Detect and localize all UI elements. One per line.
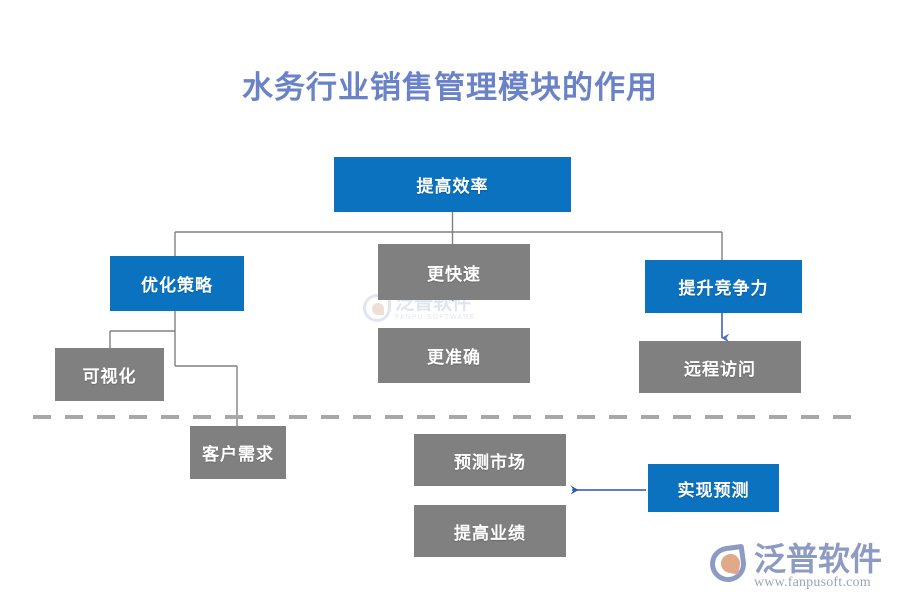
node-label: 提高业绩 <box>454 523 526 543</box>
fanpu-swoosh-icon <box>363 294 391 322</box>
node-improve-efficiency[interactable]: 提高效率 <box>334 157 571 212</box>
node-forecast-market[interactable]: 预测市场 <box>414 434 566 486</box>
node-more-accurate[interactable]: 更准确 <box>378 328 530 383</box>
node-improve-results[interactable]: 提高业绩 <box>414 505 566 557</box>
node-label: 实现预测 <box>677 480 750 500</box>
watermark-en: FANPU SOFTWARE <box>395 314 476 322</box>
node-remote-access[interactable]: 远程访问 <box>639 341 801 393</box>
fanpu-logo-icon <box>707 543 750 585</box>
node-label: 更准确 <box>427 348 481 367</box>
node-optimize-strategy[interactable]: 优化策略 <box>110 256 244 311</box>
node-label: 更快速 <box>427 264 481 284</box>
brand-logo-url: www.fanpusoft.com <box>753 575 871 590</box>
node-label: 预测市场 <box>454 452 526 472</box>
brand-logo: 泛普软件 www.fanpusoft.com <box>707 541 882 590</box>
node-label: 提高效率 <box>416 177 489 196</box>
node-customer-demand[interactable]: 客户需求 <box>190 426 286 479</box>
node-visualization[interactable]: 可视化 <box>55 348 164 401</box>
node-label: 可视化 <box>82 367 137 386</box>
node-faster[interactable]: 更快速 <box>378 244 530 300</box>
page-title: 水务行业销售管理模块的作用 <box>242 70 658 105</box>
node-label: 客户需求 <box>202 445 274 464</box>
node-label: 远程访问 <box>684 359 756 379</box>
node-label: 优化策略 <box>141 276 213 295</box>
brand-logo-cn: 泛普软件 <box>753 541 882 577</box>
node-boost-competitive[interactable]: 提升竞争力 <box>645 260 802 313</box>
node-label: 提升竞争力 <box>678 279 769 298</box>
node-achieve-forecast[interactable]: 实现预测 <box>648 464 779 512</box>
